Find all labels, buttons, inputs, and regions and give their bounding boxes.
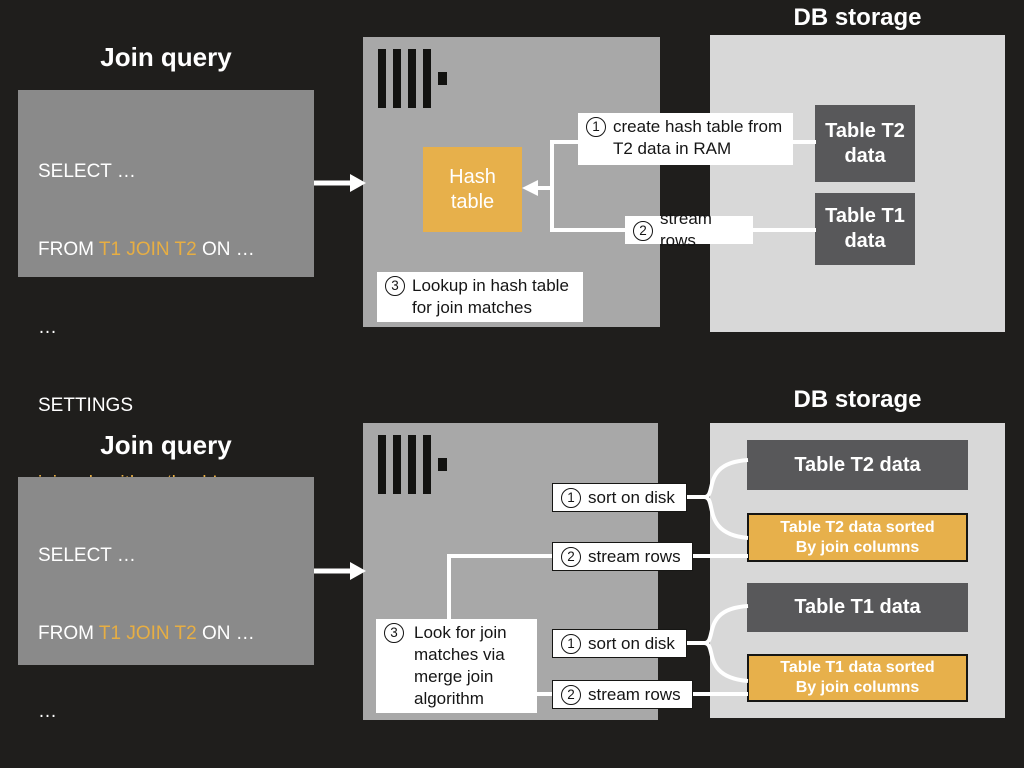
step1-number-badge: 1	[586, 117, 606, 137]
sql-line-select: SELECT …	[38, 545, 136, 566]
sql-line-ellipsis: …	[38, 701, 57, 722]
table-t2-data-box: Table T2 data	[747, 440, 968, 490]
step3-number-badge: 3	[385, 276, 405, 296]
step2-number-badge: 2	[561, 685, 581, 705]
sql-line-ellipsis: …	[38, 317, 57, 338]
step2-stream-rows-t1-label: 2 stream rows	[552, 680, 693, 709]
db-storage-title-hash: DB storage	[793, 4, 922, 31]
sql-line-from: FROM T1 JOIN T2 ON …	[38, 623, 255, 644]
table-t2-sorted-box: Table T2 data sorted By join columns	[747, 513, 968, 562]
sql-line-settings: SETTINGS	[38, 395, 134, 416]
step1-number-badge: 1	[561, 634, 581, 654]
merge-join-query-box: SELECT … FROM T1 JOIN T2 ON … … SETTINGS…	[18, 477, 314, 722]
db-storage-box-hash	[710, 35, 1005, 332]
hash-table-box: Hash table	[423, 147, 522, 232]
step3-number-badge: 3	[384, 623, 404, 643]
step3-lookup-label: 3 Lookup in hash table for join matches	[377, 272, 583, 322]
step2-number-badge: 2	[633, 220, 653, 241]
table-t2-data-box: Table T2 data	[815, 105, 915, 182]
step1-sort-on-disk-t1-label: 1 sort on disk	[552, 629, 687, 658]
db-storage-title-merge: DB storage	[793, 386, 922, 413]
clickhouse-logo-icon	[378, 435, 447, 494]
step2-stream-rows-t2-label: 2 stream rows	[552, 542, 693, 571]
merge-join-sql-text: SELECT … FROM T1 JOIN T2 ON … … SETTINGS…	[38, 491, 255, 768]
step2-number-badge: 2	[561, 547, 581, 567]
clickhouse-logo-icon	[378, 49, 447, 108]
table-t1-sorted-box: Table T1 data sorted By join columns	[747, 654, 968, 702]
step1-sort-on-disk-t2-label: 1 sort on disk	[552, 483, 687, 512]
step2-stream-rows-label: 2 stream rows	[625, 209, 753, 250]
sql-join-clause-highlight: T1 JOIN T2	[98, 623, 197, 644]
sql-line-select: SELECT …	[38, 161, 136, 182]
step1-create-hash-table-label: 1 create hash table from T2 data in RAM	[578, 113, 793, 165]
sql-join-clause-highlight: T1 JOIN T2	[98, 239, 197, 260]
step1-number-badge: 1	[561, 488, 581, 508]
table-t1-data-box: Table T1 data	[815, 193, 915, 265]
hash-table-label: Hash table	[449, 165, 496, 213]
merge-join-query-title: Join query	[100, 430, 232, 460]
sql-line-from: FROM T1 JOIN T2 ON …	[38, 239, 255, 260]
table-t1-data-box: Table T1 data	[747, 583, 968, 632]
hash-join-query-box: SELECT … FROM T1 JOIN T2 ON … … SETTINGS…	[18, 90, 314, 494]
hash-join-query-title: Join query	[100, 42, 232, 72]
step3-merge-join-label: 3 Look for join matches via merge join a…	[376, 619, 537, 713]
